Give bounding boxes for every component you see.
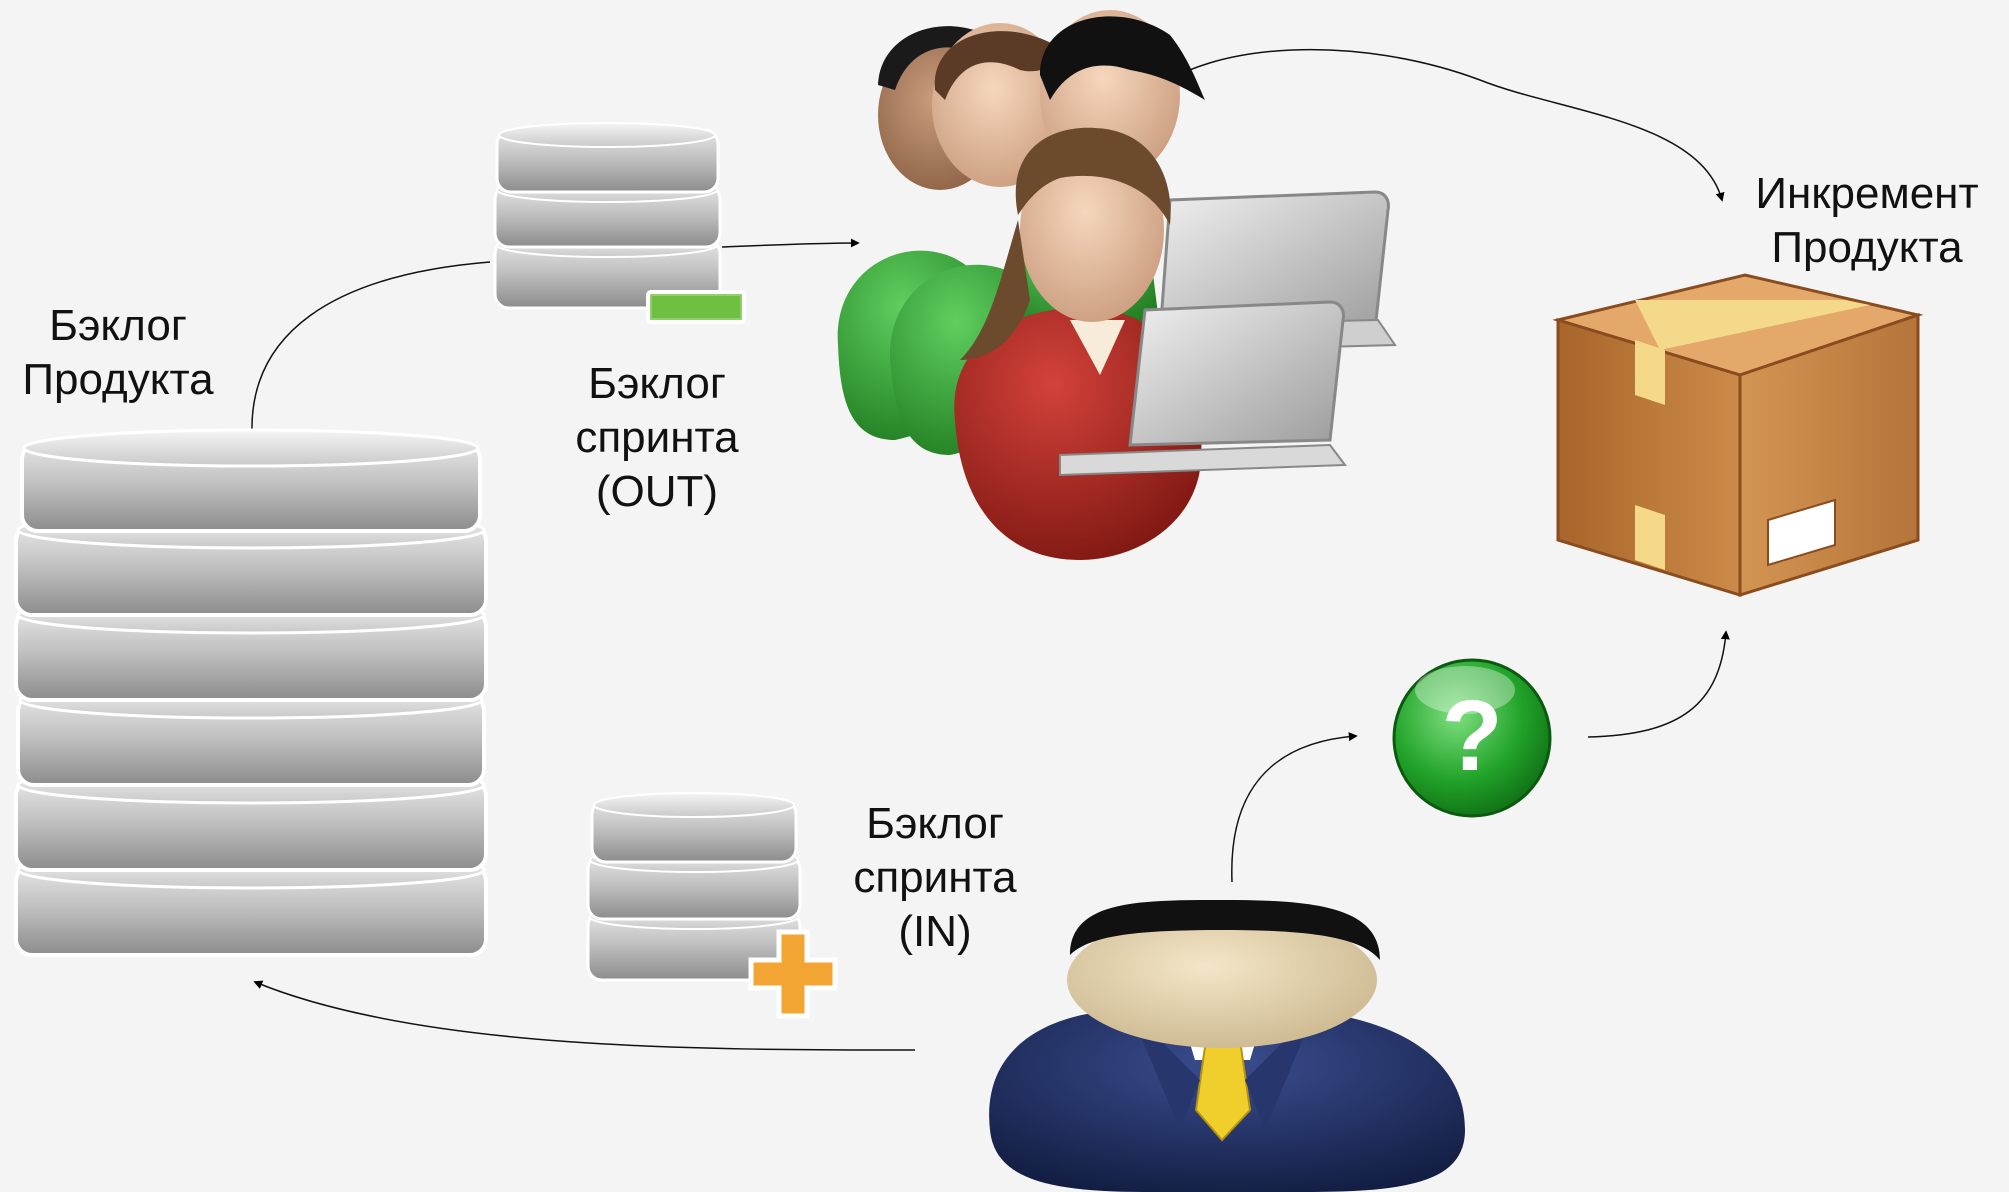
arrow-team-to-increment bbox=[1147, 48, 1725, 202]
sprint-backlog-in-label-line2: спринта bbox=[853, 853, 1017, 902]
product-backlog-label-line2: Продукта bbox=[22, 355, 214, 404]
increment-label-line2: Продукта bbox=[1771, 223, 1963, 272]
sprint-backlog-in-database-icon bbox=[586, 792, 802, 982]
svg-text:?: ? bbox=[1441, 680, 1502, 792]
plus-icon bbox=[748, 929, 838, 1019]
sprint-backlog-out-label-line2: спринта bbox=[575, 413, 739, 462]
sprint-backlog-in-label: Бэклог спринта (IN) bbox=[853, 799, 1017, 956]
connector-product-to-sprint-out bbox=[251, 261, 491, 433]
product-owner-icon bbox=[989, 900, 1465, 1192]
increment-label: Инкремент Продукта bbox=[1755, 169, 1978, 272]
product-backlog-database-icon bbox=[14, 428, 488, 957]
arrow-sprint-out-to-team bbox=[721, 238, 860, 248]
sprint-backlog-out-label-line1: Бэклог bbox=[588, 359, 726, 408]
arrow-question-to-increment bbox=[1587, 630, 1730, 738]
sprint-backlog-out-label-line3: (OUT) bbox=[596, 467, 718, 516]
product-backlog-label: Бэклог Продукта bbox=[22, 301, 214, 404]
increment-label-line1: Инкремент bbox=[1755, 169, 1978, 218]
product-backlog-label-line1: Бэклог bbox=[49, 301, 187, 350]
minus-icon bbox=[646, 290, 746, 324]
sprint-backlog-out-label: Бэклог спринта (OUT) bbox=[575, 359, 739, 516]
development-team-icon bbox=[837, 10, 1397, 560]
arrow-owner-to-question bbox=[1231, 732, 1358, 883]
sprint-backlog-in-label-line3: (IN) bbox=[898, 907, 971, 956]
arrow-owner-to-product-backlog bbox=[253, 980, 916, 1051]
product-increment-box-icon bbox=[1552, 273, 1924, 598]
sprint-backlog-in-label-line1: Бэклог bbox=[866, 799, 1004, 848]
sprint-backlog-out-database-icon bbox=[493, 122, 722, 310]
laptop-icon bbox=[1158, 190, 1390, 337]
question-mark-icon: ? bbox=[1392, 658, 1552, 818]
